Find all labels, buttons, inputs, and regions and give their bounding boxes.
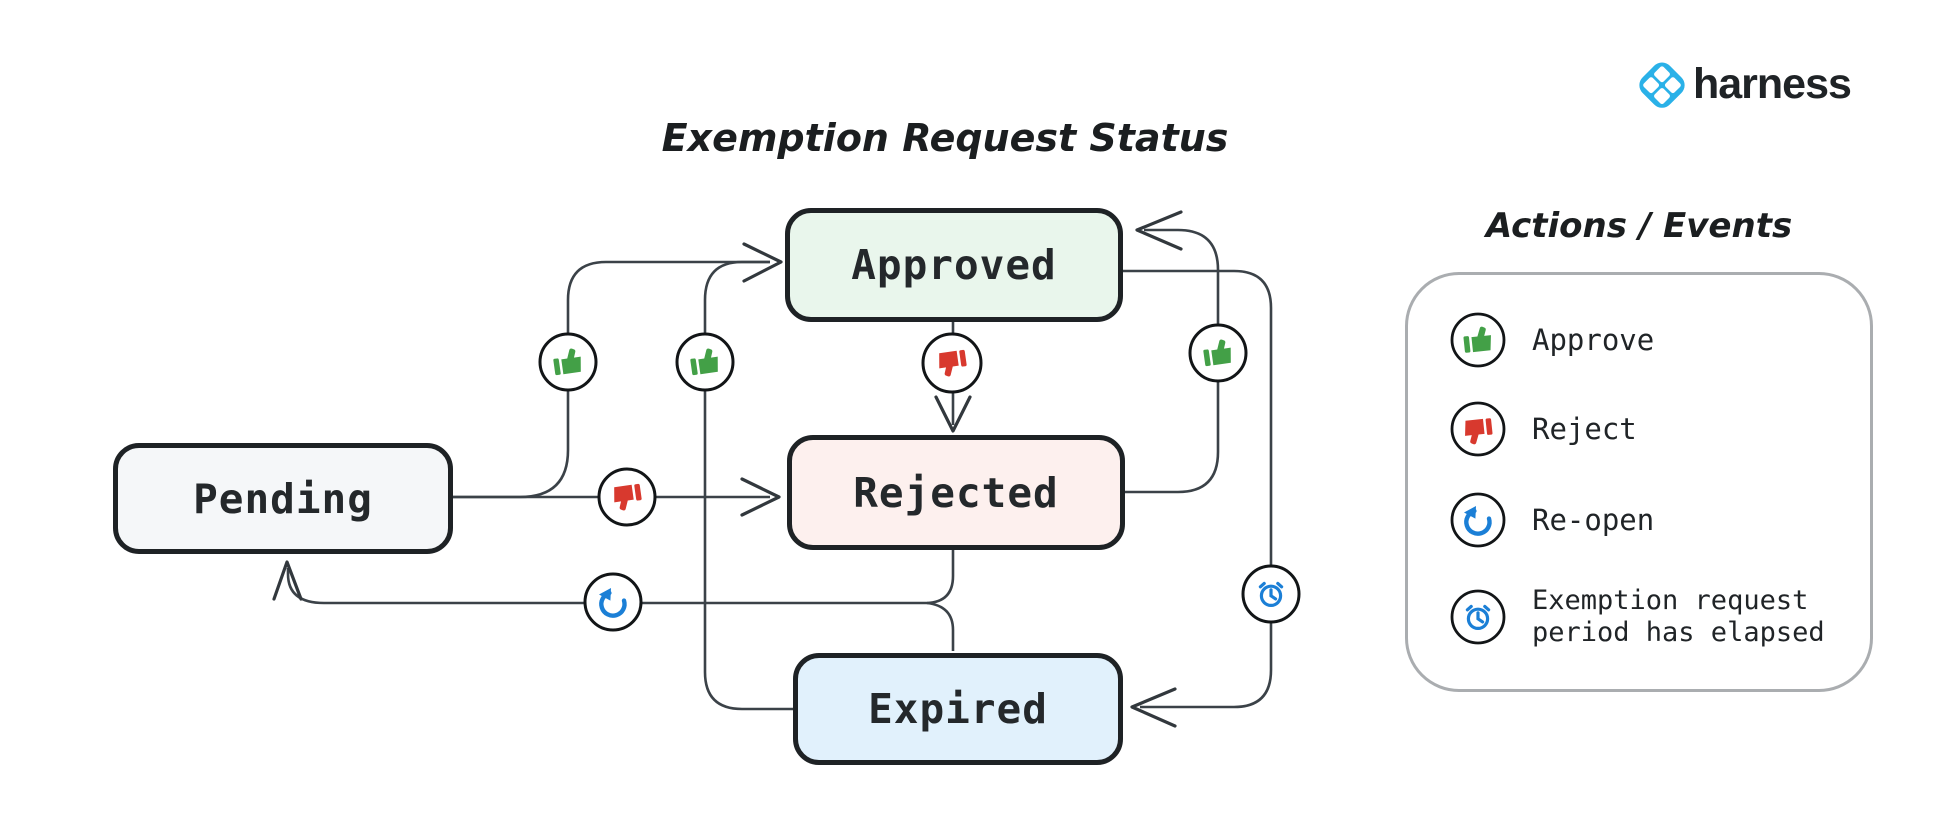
legend-label-elapsed-line2: period has elapsed [1532, 617, 1825, 649]
arrowhead-into-expired-right [1130, 687, 1177, 728]
state-label-expired: Expired [868, 685, 1048, 733]
thumbs-down-icon [1450, 401, 1506, 457]
approve-icon [538, 332, 598, 392]
arrowhead-into-pending-bottom [272, 560, 303, 601]
arrowhead-into-rejected-top [934, 395, 972, 433]
reopen-icon [583, 572, 643, 632]
alarm-clock-icon [1241, 564, 1301, 624]
harness-logo-icon [1639, 62, 1685, 108]
arrowhead-into-approved-right [1135, 210, 1183, 251]
diagram-title: Exemption Request Status [661, 116, 1229, 160]
state-label-approved: Approved [851, 241, 1057, 289]
legend-item-reject: Reject [1450, 401, 1637, 457]
state-node-approved: Approved [785, 208, 1123, 322]
legend-label-elapsed-line1: Exemption request [1532, 585, 1809, 616]
edge-expired-approved [703, 260, 795, 711]
thumbs-up-icon [1450, 312, 1506, 368]
state-node-expired: Expired [793, 653, 1123, 765]
alarm-clock-icon [1450, 589, 1506, 645]
legend-label-elapsed: Exemption request period has elapsed [1532, 585, 1825, 650]
harness-wordmark: harness [1693, 59, 1852, 108]
legend-label-approve: Approve [1532, 323, 1655, 357]
state-label-pending: Pending [193, 474, 373, 523]
arrowhead-into-approved-left [742, 242, 783, 283]
legend-item-elapsed: Exemption request period has elapsed [1450, 585, 1825, 650]
approve-icon [675, 332, 735, 392]
legend-item-reopen: Re-open [1450, 492, 1654, 548]
arrowhead-into-rejected-left [740, 477, 781, 517]
edge-pending-approved [453, 260, 770, 499]
state-node-pending: Pending [113, 443, 453, 554]
reject-icon [597, 467, 657, 527]
harness-logo: harness [1634, 56, 1852, 112]
edge-approved-expired [1123, 269, 1273, 709]
legend-panel: Approve Reject Re-open Exemption request [1405, 272, 1873, 692]
approve-icon [1188, 323, 1248, 383]
legend-label-reopen: Re-open [1532, 503, 1655, 537]
legend-label-reject: Reject [1532, 412, 1637, 446]
state-node-rejected: Rejected [787, 435, 1125, 550]
edge-arrowheads [272, 210, 1183, 728]
reopen-icon [1450, 492, 1506, 548]
legend-title: Actions / Events [1485, 206, 1793, 246]
state-label-rejected: Rejected [853, 468, 1059, 517]
legend-item-approve: Approve [1450, 312, 1654, 368]
edge-expired-pending [926, 601, 955, 651]
edge-action-icons [538, 323, 1301, 632]
reject-icon [921, 332, 983, 394]
